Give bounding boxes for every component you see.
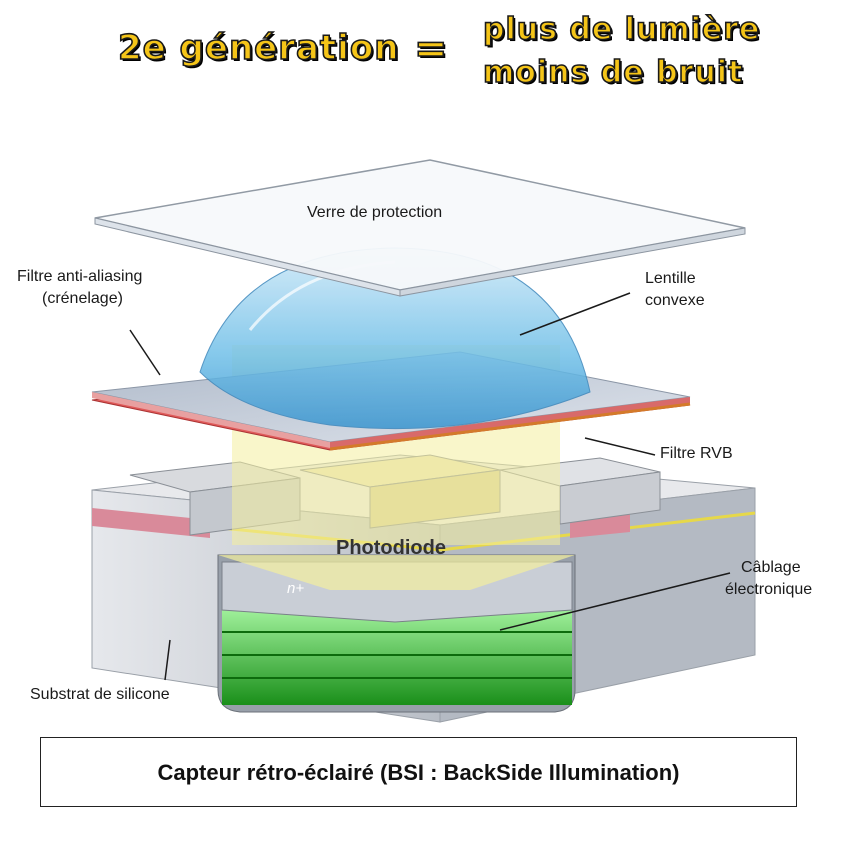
label-rgb-filter: Filtre RVB: [660, 445, 733, 462]
label-wiring-line1: Câblage: [741, 559, 801, 576]
headline-right-line2: moins de bruit: [482, 54, 744, 91]
label-aa-filter-line1: Filtre anti-aliasing: [17, 268, 143, 285]
label-wiring-line2: électronique: [725, 581, 813, 598]
photodiode-well: [217, 554, 576, 713]
lens-leader: [519, 292, 631, 336]
wiring-leader: [499, 572, 731, 631]
label-protective-glass: Verre de protection: [307, 204, 443, 221]
caption: Capteur rétro-éclairé (BSI : BackSide Il…: [157, 760, 680, 785]
protective-glass: [94, 159, 746, 297]
headline-left: 2e génération: [117, 27, 400, 69]
label-aa-filter-line2: (crénelage): [42, 290, 123, 307]
label-photodiode: Photodiode: [336, 537, 446, 559]
label-lens-line1: Lentille: [645, 270, 696, 287]
aa-filter-leader: [129, 329, 161, 376]
wiring-layers: [222, 610, 572, 705]
label-lens-line2: convexe: [645, 292, 705, 309]
rgb-filter-leader: [584, 437, 656, 456]
label-nplus: n+: [287, 580, 305, 597]
headline-equals: =: [413, 25, 449, 73]
photodiode-top: [218, 555, 575, 590]
label-substrate: Substrat de silicone: [30, 686, 170, 703]
caption-box: Capteur rétro-éclairé (BSI : BackSide Il…: [40, 737, 797, 807]
substrate-leader: [164, 639, 171, 681]
headline-right-line1: plus de lumière: [482, 11, 761, 48]
